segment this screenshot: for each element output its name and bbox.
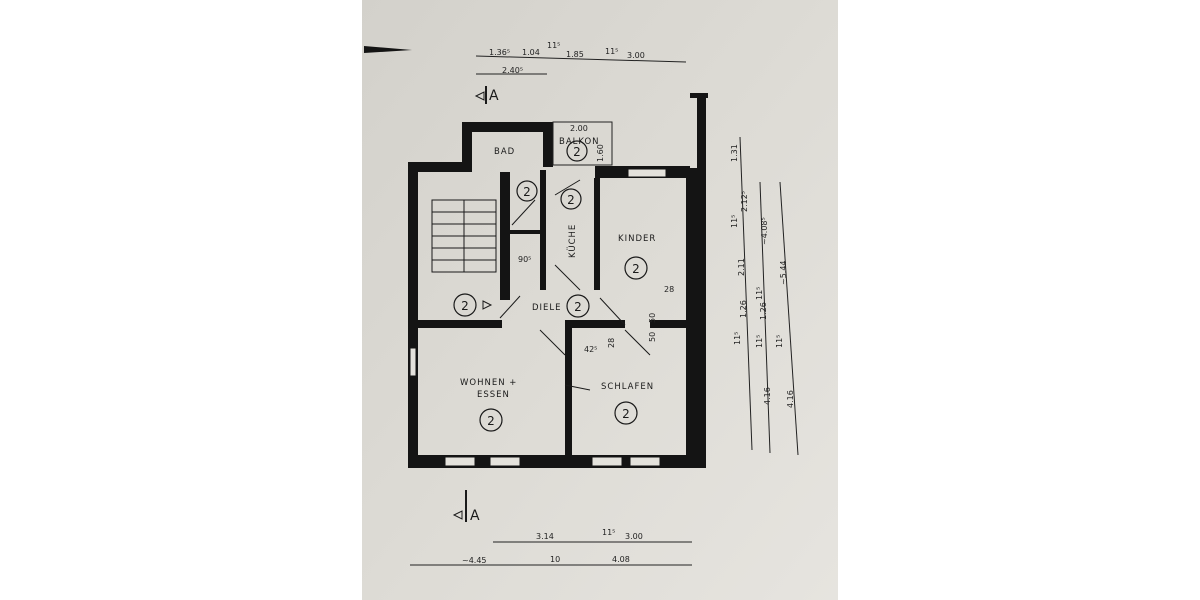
room-label-diele: DIELE xyxy=(532,303,562,313)
svg-text:2.40⁵: 2.40⁵ xyxy=(502,66,523,75)
svg-text:4.08: 4.08 xyxy=(612,555,630,564)
room-label-essen: ESSEN xyxy=(477,390,510,400)
room-label-kinder: KINDER xyxy=(618,234,656,244)
svg-text:1.31: 1.31 xyxy=(730,144,739,162)
room-label-kueche: KÜCHE xyxy=(567,224,578,258)
svg-text:11⁵: 11⁵ xyxy=(730,215,739,228)
svg-text:~4.45: ~4.45 xyxy=(462,556,487,565)
svg-text:1.04: 1.04 xyxy=(522,48,540,57)
svg-text:2.11: 2.11 xyxy=(737,258,746,276)
svg-text:11⁵: 11⁵ xyxy=(605,47,618,56)
svg-text:11⁵: 11⁵ xyxy=(547,41,560,50)
svg-text:2: 2 xyxy=(523,185,531,199)
svg-text:10: 10 xyxy=(550,555,560,564)
room-markers: 2 2 2 2 2 2 2 2 xyxy=(453,140,648,432)
svg-text:11⁵: 11⁵ xyxy=(733,332,742,345)
entry-arrow-icon xyxy=(482,300,493,310)
svg-text:~5.44: ~5.44 xyxy=(779,260,788,285)
room-label-balkon: BALKON xyxy=(559,137,600,147)
svg-text:3.00: 3.00 xyxy=(627,51,645,60)
svg-text:1.85: 1.85 xyxy=(566,50,584,59)
svg-text:1.36⁵: 1.36⁵ xyxy=(489,48,510,57)
staircase xyxy=(431,199,497,273)
svg-text:2.12⁵: 2.12⁵ xyxy=(740,191,749,212)
svg-text:2: 2 xyxy=(567,193,575,207)
paper-sheet xyxy=(362,0,838,600)
section-mark-top: A xyxy=(474,86,499,104)
svg-text:42⁵: 42⁵ xyxy=(584,345,597,354)
svg-text:1.26: 1.26 xyxy=(739,300,748,318)
svg-text:28: 28 xyxy=(664,285,674,294)
svg-text:50: 50 xyxy=(648,313,657,323)
svg-text:2: 2 xyxy=(574,300,582,314)
balkon-outline xyxy=(552,121,613,166)
svg-text:4.16: 4.16 xyxy=(763,387,772,405)
svg-text:4.16: 4.16 xyxy=(786,390,795,408)
section-mark-bottom: A xyxy=(452,490,480,524)
svg-text:2: 2 xyxy=(622,407,630,421)
dimension-chain-right: 1.31 11⁵ 2.12⁵ 2.11 1.26 11⁵ 4.16 ~4.08⁵… xyxy=(730,136,799,456)
svg-text:50: 50 xyxy=(648,332,657,342)
svg-text:3.00: 3.00 xyxy=(625,532,643,541)
dimension-chain-top: 1.36⁵ 1.04 11⁵ 1.85 11⁵ 3.00 2.40⁵ xyxy=(475,41,687,75)
svg-text:A: A xyxy=(489,88,499,104)
room-label-bad: BAD xyxy=(494,147,515,157)
balkon-width: 2.00 xyxy=(570,124,588,133)
room-label-wohnen: WOHNEN + xyxy=(460,378,517,388)
dimension-chain-bottom: 3.14 11⁵ 3.00 ~4.45 10 4.08 xyxy=(410,528,692,566)
interior-dimensions: 90⁵ 28 50 50 42⁵ 28 xyxy=(518,255,674,354)
svg-text:11⁵: 11⁵ xyxy=(602,528,615,537)
svg-text:~4.08⁵: ~4.08⁵ xyxy=(760,217,769,245)
svg-text:2: 2 xyxy=(461,299,469,313)
svg-text:90⁵: 90⁵ xyxy=(518,255,531,264)
balkon-depth: 1.60 xyxy=(596,144,605,162)
svg-text:3.14: 3.14 xyxy=(536,532,554,541)
svg-text:A: A xyxy=(470,508,480,524)
arrow-icon xyxy=(364,46,412,53)
svg-text:11⁵: 11⁵ xyxy=(775,335,784,348)
svg-text:1.26: 1.26 xyxy=(759,302,768,320)
room-label-schlafen: SCHLAFEN xyxy=(601,382,654,392)
door-swings xyxy=(499,179,651,391)
svg-text:28: 28 xyxy=(607,338,616,348)
svg-text:2: 2 xyxy=(573,145,581,159)
windows xyxy=(409,168,667,467)
svg-text:2: 2 xyxy=(632,262,640,276)
svg-text:11⁵: 11⁵ xyxy=(755,335,764,348)
svg-text:11⁵: 11⁵ xyxy=(755,287,764,300)
svg-text:2: 2 xyxy=(487,414,495,428)
